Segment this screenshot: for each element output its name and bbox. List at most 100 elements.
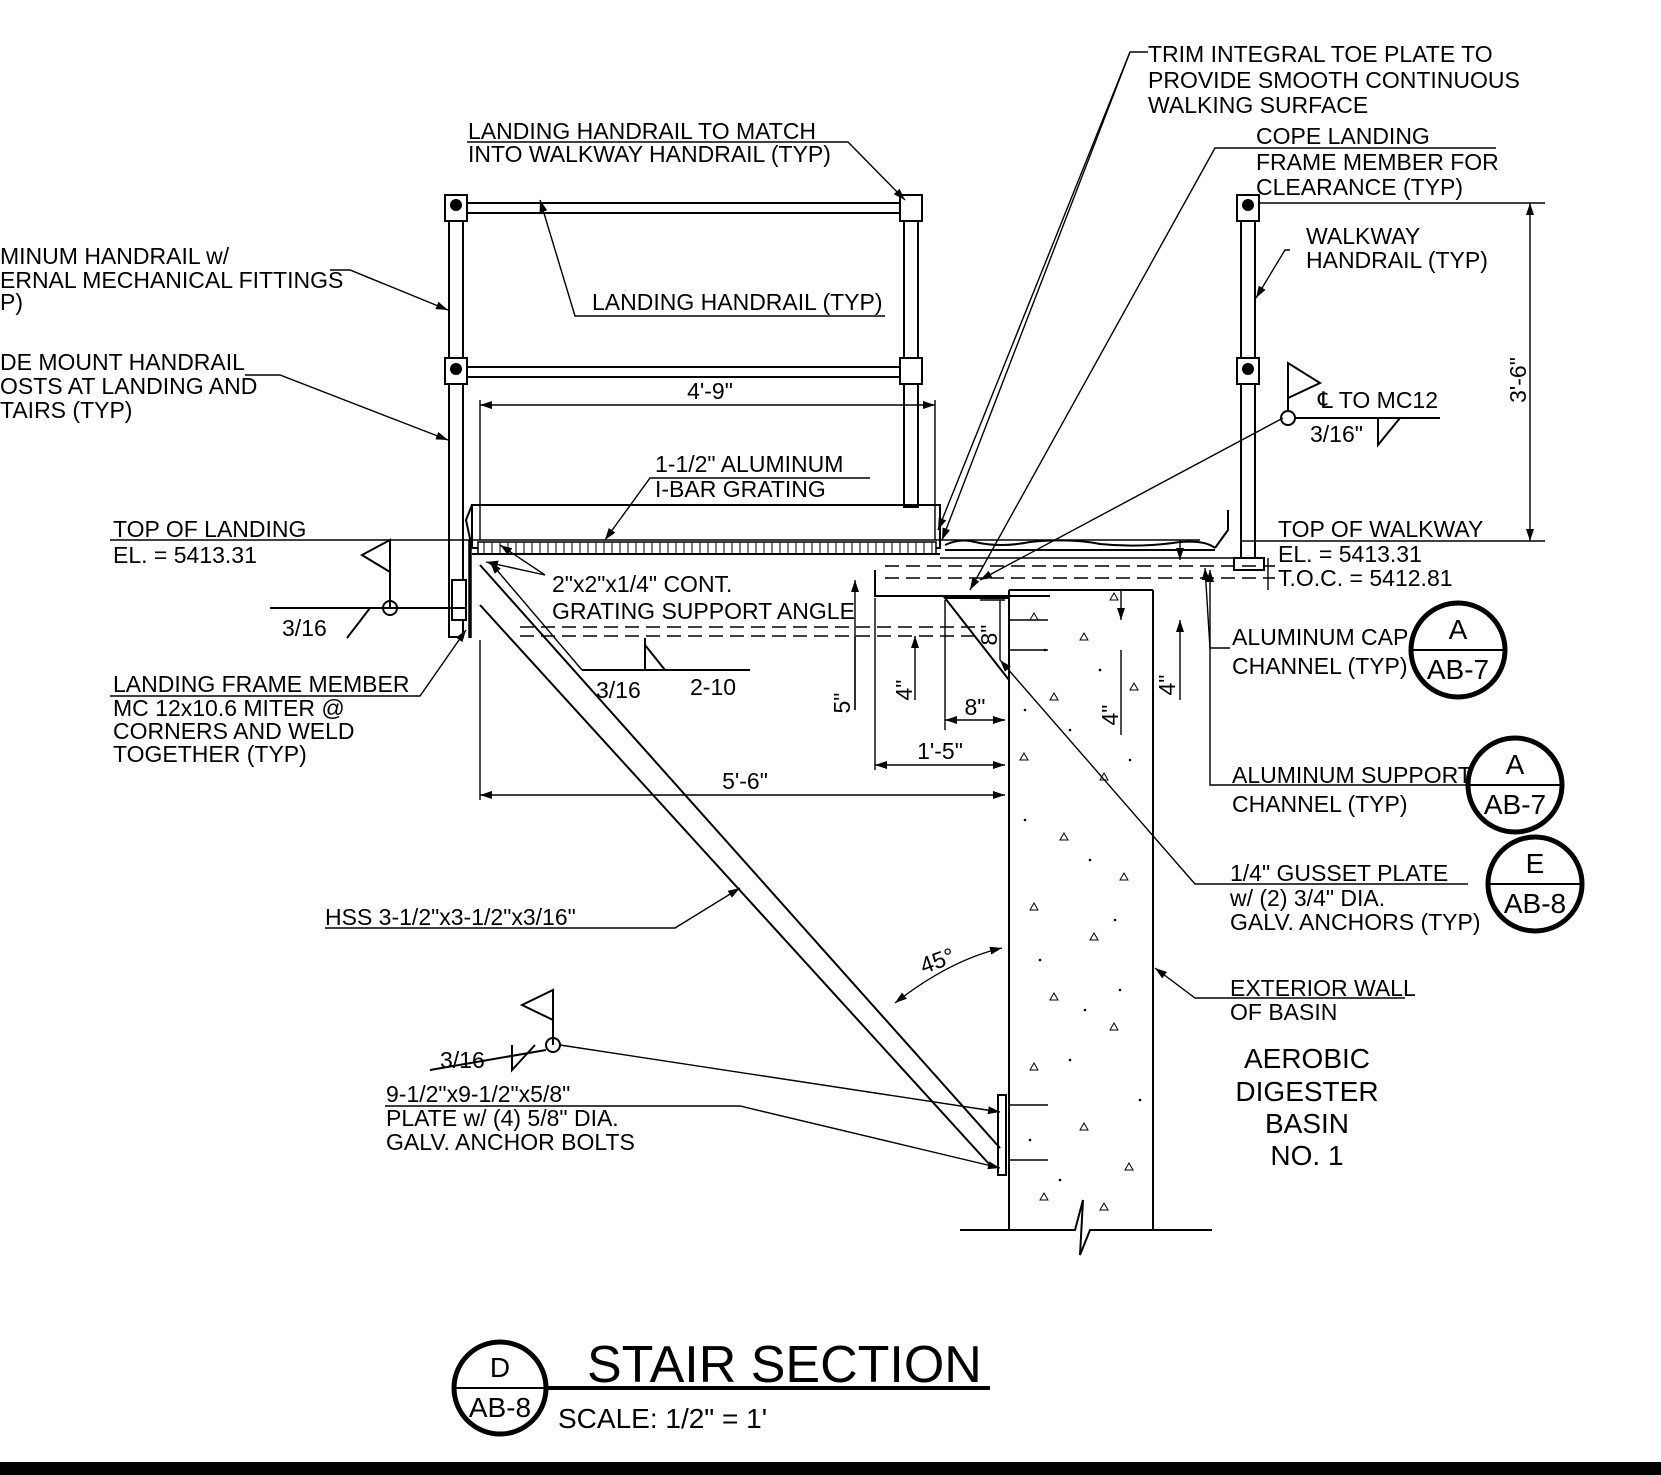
title-tag-top: D xyxy=(490,1352,510,1383)
note-line: DE MOUNT HANDRAIL xyxy=(0,349,245,375)
dim-8v: 8" xyxy=(976,625,1002,646)
dim-4c: 4" xyxy=(1154,675,1180,696)
dim-plate-weld: 3/16" xyxy=(1310,421,1363,447)
dimension-text: 4'-9" 3'-6" 3/16" 3/16 3/16 2-10 3/16 5"… xyxy=(282,357,1531,1073)
note-line: OF BASIN xyxy=(1230,999,1337,1025)
note-line: TAIRS (TYP) xyxy=(0,397,132,423)
note-line: WALKWAY xyxy=(1306,223,1420,249)
dim-5-6: 5'-6" xyxy=(722,768,768,794)
note-side-mount: DE MOUNT HANDRAIL OSTS AT LANDING AND TA… xyxy=(0,349,257,423)
note-line: EXTERIOR WALL xyxy=(1230,975,1416,1001)
note-walkway-handrail: WALKWAY HANDRAIL (TYP) xyxy=(1306,223,1488,273)
note-line: ALUMINUM CAP xyxy=(1232,624,1408,650)
callout-support-bottom: AB-7 xyxy=(1484,789,1546,820)
basin-line: AEROBIC xyxy=(1244,1043,1370,1074)
note-hss: HSS 3-1/2"x3-1/2"x3/16" xyxy=(325,904,576,930)
callout-gusset-bottom: AB-8 xyxy=(1504,888,1566,919)
elevation-value: T.O.C. = 5412.81 xyxy=(1278,565,1453,591)
note-line: WALKING SURFACE xyxy=(1148,92,1368,118)
basin-line: DIGESTER xyxy=(1235,1076,1378,1107)
walkway-handrail xyxy=(1233,194,1265,571)
note-line: PLATE w/ (4) 5/8" DIA. xyxy=(386,1105,619,1131)
note-line: ALUMINUM SUPPORT xyxy=(1232,762,1472,788)
callout-gusset: E AB-8 xyxy=(1485,834,1585,934)
note-aluminum-cap: ALUMINUM CAP CHANNEL (TYP) xyxy=(1232,624,1408,679)
drawing-title: D AB-8 STAIR SECTION SCALE: 1/2" = 1' xyxy=(451,1336,990,1437)
note-line: ERNAL MECHANICAL FITTINGS xyxy=(0,267,343,293)
sheet-border xyxy=(0,1462,1661,1475)
dim-weld-angle-length: 2-10 xyxy=(690,674,736,700)
note-line: LANDING HANDRAIL TO MATCH xyxy=(468,118,816,144)
dim-angle: 45° xyxy=(916,942,958,978)
note-line: INTO WALKWAY HANDRAIL (TYP) xyxy=(468,141,831,167)
note-line: PROVIDE SMOOTH CONTINUOUS xyxy=(1148,67,1520,93)
note-gusset: 1/4" GUSSET PLATE w/ (2) 3/4" DIA. GALV.… xyxy=(1229,860,1481,935)
landing-handrail xyxy=(444,194,923,638)
callout-cap-top: A xyxy=(1449,614,1468,645)
note-exterior-wall: EXTERIOR WALL OF BASIN xyxy=(1230,975,1416,1025)
note-line: GALV. ANCHORS (TYP) xyxy=(1230,909,1481,935)
note-line: I-BAR GRATING xyxy=(655,476,826,502)
note-landing-handrail-match: LANDING HANDRAIL TO MATCH INTO WALKWAY H… xyxy=(468,118,831,167)
note-line: P) xyxy=(0,289,23,315)
dim-weld-left: 3/16 xyxy=(282,615,327,641)
note-line: TOGETHER (TYP) xyxy=(113,741,307,767)
note-line: CHANNEL (TYP) xyxy=(1232,791,1408,817)
note-plate: 9-1/2"x9-1/2"x5/8" PLATE w/ (4) 5/8" DIA… xyxy=(386,1081,635,1155)
note-line: 1-1/2" ALUMINUM xyxy=(655,451,843,477)
note-line: 2"x2"x1/4" CONT. xyxy=(552,571,732,597)
dim-1-5: 1'-5" xyxy=(917,738,963,764)
dim-weld-plate: 3/16 xyxy=(440,1047,485,1073)
gusset-plate xyxy=(942,597,1010,683)
note-support-angle: 2"x2"x1/4" CONT. GRATING SUPPORT ANGLE xyxy=(552,571,855,624)
basin-line: NO. 1 xyxy=(1270,1140,1343,1171)
note-top-of-landing: TOP OF LANDING EL. = 5413.31 xyxy=(113,516,306,568)
elevation-label: TOP OF LANDING xyxy=(113,516,306,542)
note-top-of-walkway: TOP OF WALKWAY EL. = 5413.31 T.O.C. = 54… xyxy=(1278,516,1483,591)
dim-5: 5" xyxy=(829,693,855,714)
note-line: OSTS AT LANDING AND xyxy=(0,373,257,399)
basin-label: AEROBIC DIGESTER BASIN NO. 1 xyxy=(1235,1043,1378,1171)
title-scale: SCALE: 1/2" = 1' xyxy=(558,1403,767,1434)
note-line: TRIM INTEGRAL TOE PLATE TO xyxy=(1148,41,1493,67)
callout-support-top: A xyxy=(1506,749,1525,780)
weld-symbols xyxy=(270,361,1440,1073)
note-line: HANDRAIL (TYP) xyxy=(1306,247,1488,273)
note-landing-frame: LANDING FRAME MEMBER MC 12x10.6 MITER @ … xyxy=(113,671,409,767)
dim-4b: 4" xyxy=(1097,705,1123,726)
elevation-value: EL. = 5413.31 xyxy=(1278,541,1422,567)
dim-weld-angle: 3/16 xyxy=(596,677,641,703)
dim-8h: 8" xyxy=(965,694,986,720)
title-name: STAIR SECTION xyxy=(587,1336,982,1394)
note-line: CORNERS AND WELD xyxy=(113,718,355,744)
note-line: 1/4" GUSSET PLATE xyxy=(1230,860,1448,886)
note-line: CLEARANCE (TYP) xyxy=(1256,174,1463,200)
note-cope-landing: COPE LANDING FRAME MEMBER FOR CLEARANCE … xyxy=(1256,123,1499,200)
basin-wall xyxy=(960,589,1212,1256)
elevation-label: TOP OF WALKWAY xyxy=(1278,516,1483,542)
elevation-value: EL. = 5413.31 xyxy=(113,542,257,568)
note-aluminum-handrail: MINUM HANDRAIL w/ ERNAL MECHANICAL FITTI… xyxy=(0,243,343,315)
dim-landing-width: 4'-9" xyxy=(687,378,733,404)
note-line: 9-1/2"x9-1/2"x5/8" xyxy=(386,1081,570,1107)
dimension-lines xyxy=(479,202,1545,1004)
dim-4a: 4" xyxy=(891,680,917,701)
dim-rail-height: 3'-6" xyxy=(1505,357,1531,403)
callout-support: A AB-7 xyxy=(1465,735,1565,835)
callout-gusset-top: E xyxy=(1526,848,1545,879)
note-pl-to-mc12: ℄ TO MC12 xyxy=(1317,387,1438,413)
note-grating: 1-1/2" ALUMINUM I-BAR GRATING xyxy=(655,451,843,502)
title-tag-bottom: AB-8 xyxy=(469,1392,531,1423)
note-line: FRAME MEMBER FOR xyxy=(1256,149,1499,175)
callout-cap: A AB-7 xyxy=(1408,600,1508,700)
note-line: MC 12x10.6 MITER @ xyxy=(113,695,345,721)
note-line: MINUM HANDRAIL w/ xyxy=(0,243,230,269)
leader-lines xyxy=(110,51,1496,1170)
note-line: GRATING SUPPORT ANGLE xyxy=(552,598,855,624)
note-line: COPE LANDING xyxy=(1256,123,1430,149)
note-trim-toe-plate: TRIM INTEGRAL TOE PLATE TO PROVIDE SMOOT… xyxy=(1148,41,1520,118)
note-line: GALV. ANCHOR BOLTS xyxy=(386,1129,635,1155)
note-line: CHANNEL (TYP) xyxy=(1232,653,1408,679)
note-line: w/ (2) 3/4" DIA. xyxy=(1229,885,1385,911)
